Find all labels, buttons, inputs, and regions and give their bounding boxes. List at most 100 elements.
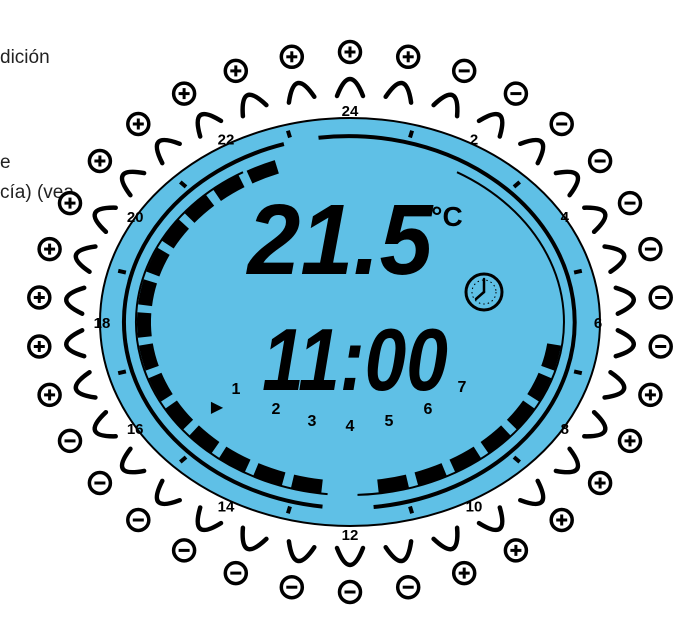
minus-marker	[476, 81, 529, 139]
marker-arc	[383, 539, 414, 564]
plus-marker	[27, 285, 87, 316]
schedule-segment	[449, 446, 482, 473]
minus-marker	[613, 285, 673, 316]
marker-arc	[582, 409, 608, 439]
marker-arc	[73, 244, 98, 275]
background-text-line2: e	[0, 152, 11, 173]
hour-tick	[408, 130, 415, 139]
marker-arc	[64, 285, 87, 316]
marker-arc	[518, 137, 546, 166]
minus-marker	[87, 446, 147, 496]
marker-arc	[195, 111, 224, 139]
marker-arc	[602, 244, 627, 275]
hour-label: 22	[218, 131, 235, 148]
hour-label: 20	[127, 209, 144, 226]
selected-day-marker: ▶	[211, 399, 224, 416]
schedule-segment	[139, 343, 159, 371]
marker-arc	[92, 205, 118, 235]
schedule-segment	[506, 400, 535, 430]
marker-arc	[431, 92, 460, 119]
plus-marker	[87, 148, 147, 198]
marker-arc	[476, 505, 505, 533]
plus-marker	[171, 81, 224, 139]
schedule-segment	[290, 474, 323, 494]
plus-marker	[37, 236, 98, 275]
minus-marker	[126, 478, 182, 533]
marker-arc	[582, 205, 608, 235]
background-text-line1: dición	[0, 47, 50, 68]
marker-arc	[476, 111, 505, 139]
hour-label: 18	[94, 315, 111, 332]
hour-tick	[285, 130, 292, 139]
hour-tick	[573, 268, 583, 275]
hour-label: 24	[342, 103, 359, 120]
schedule-segment	[161, 219, 190, 249]
hour-label: 6	[594, 315, 602, 332]
schedule-segment	[480, 425, 511, 454]
schedule-segment	[213, 174, 245, 202]
minus-marker	[279, 539, 317, 600]
schedule-segment	[253, 463, 286, 486]
hour-tick	[178, 180, 188, 189]
marker-arc	[286, 539, 317, 564]
marker-arc	[154, 137, 182, 166]
hour-label: 2	[470, 131, 478, 148]
lcd-screen	[99, 117, 601, 527]
schedule-ring	[117, 130, 583, 514]
hour-label: 14	[218, 499, 235, 516]
plus-marker	[27, 328, 87, 359]
marker-arc	[334, 76, 366, 99]
marker-arc	[431, 525, 460, 552]
hour-tick	[573, 369, 583, 376]
schedule-segment	[184, 194, 215, 224]
marker-arc	[613, 328, 636, 359]
marker-arc	[518, 478, 546, 507]
temperature-value: 21.5	[246, 184, 435, 296]
plus-marker	[431, 525, 477, 586]
minus-marker	[57, 409, 118, 454]
schedule-segment	[218, 446, 251, 473]
minus-marker	[431, 58, 477, 119]
marker-arc	[240, 525, 269, 552]
plus-marker	[279, 44, 317, 105]
schedule-segment	[146, 247, 170, 277]
hour-label: 4	[561, 209, 570, 226]
day-label: 2	[272, 401, 281, 418]
hour-label: 12	[342, 527, 359, 544]
hour-tick	[117, 268, 127, 275]
plus-marker	[383, 44, 421, 105]
minus-marker	[602, 236, 663, 275]
marker-arc	[73, 369, 98, 400]
hour-label: 16	[127, 421, 144, 438]
marker-arc	[286, 80, 317, 105]
marker-arc	[154, 478, 182, 507]
outer-ring-left	[122, 142, 323, 509]
temperature-unit: °C	[431, 201, 462, 232]
plus-marker	[602, 369, 663, 408]
outer-ring-right	[318, 134, 577, 509]
temperature-readout: 21.5 °C	[246, 184, 463, 296]
schedule-segment	[377, 474, 410, 494]
minus-marker	[334, 545, 366, 605]
minus-marker	[383, 539, 421, 600]
clock-icon	[464, 272, 504, 312]
marker-arc	[613, 285, 636, 316]
marker-arc	[119, 446, 147, 475]
hour-tick	[512, 180, 522, 189]
day-label: 7	[458, 379, 467, 396]
schedule-segment	[414, 463, 447, 486]
schedule-segment	[148, 372, 173, 402]
schedule-segment	[138, 279, 158, 307]
background-text-line3: cía) (vea	[0, 182, 74, 203]
inner-ring-right	[357, 171, 565, 496]
plus-marker	[37, 369, 98, 408]
hour-tick	[285, 505, 292, 514]
minus-marker	[582, 190, 643, 235]
day-label: 1	[232, 381, 241, 398]
inner-ring-left	[134, 171, 328, 496]
plus-marker	[57, 190, 118, 235]
marker-arc	[195, 505, 224, 533]
marker-arc	[119, 169, 147, 198]
